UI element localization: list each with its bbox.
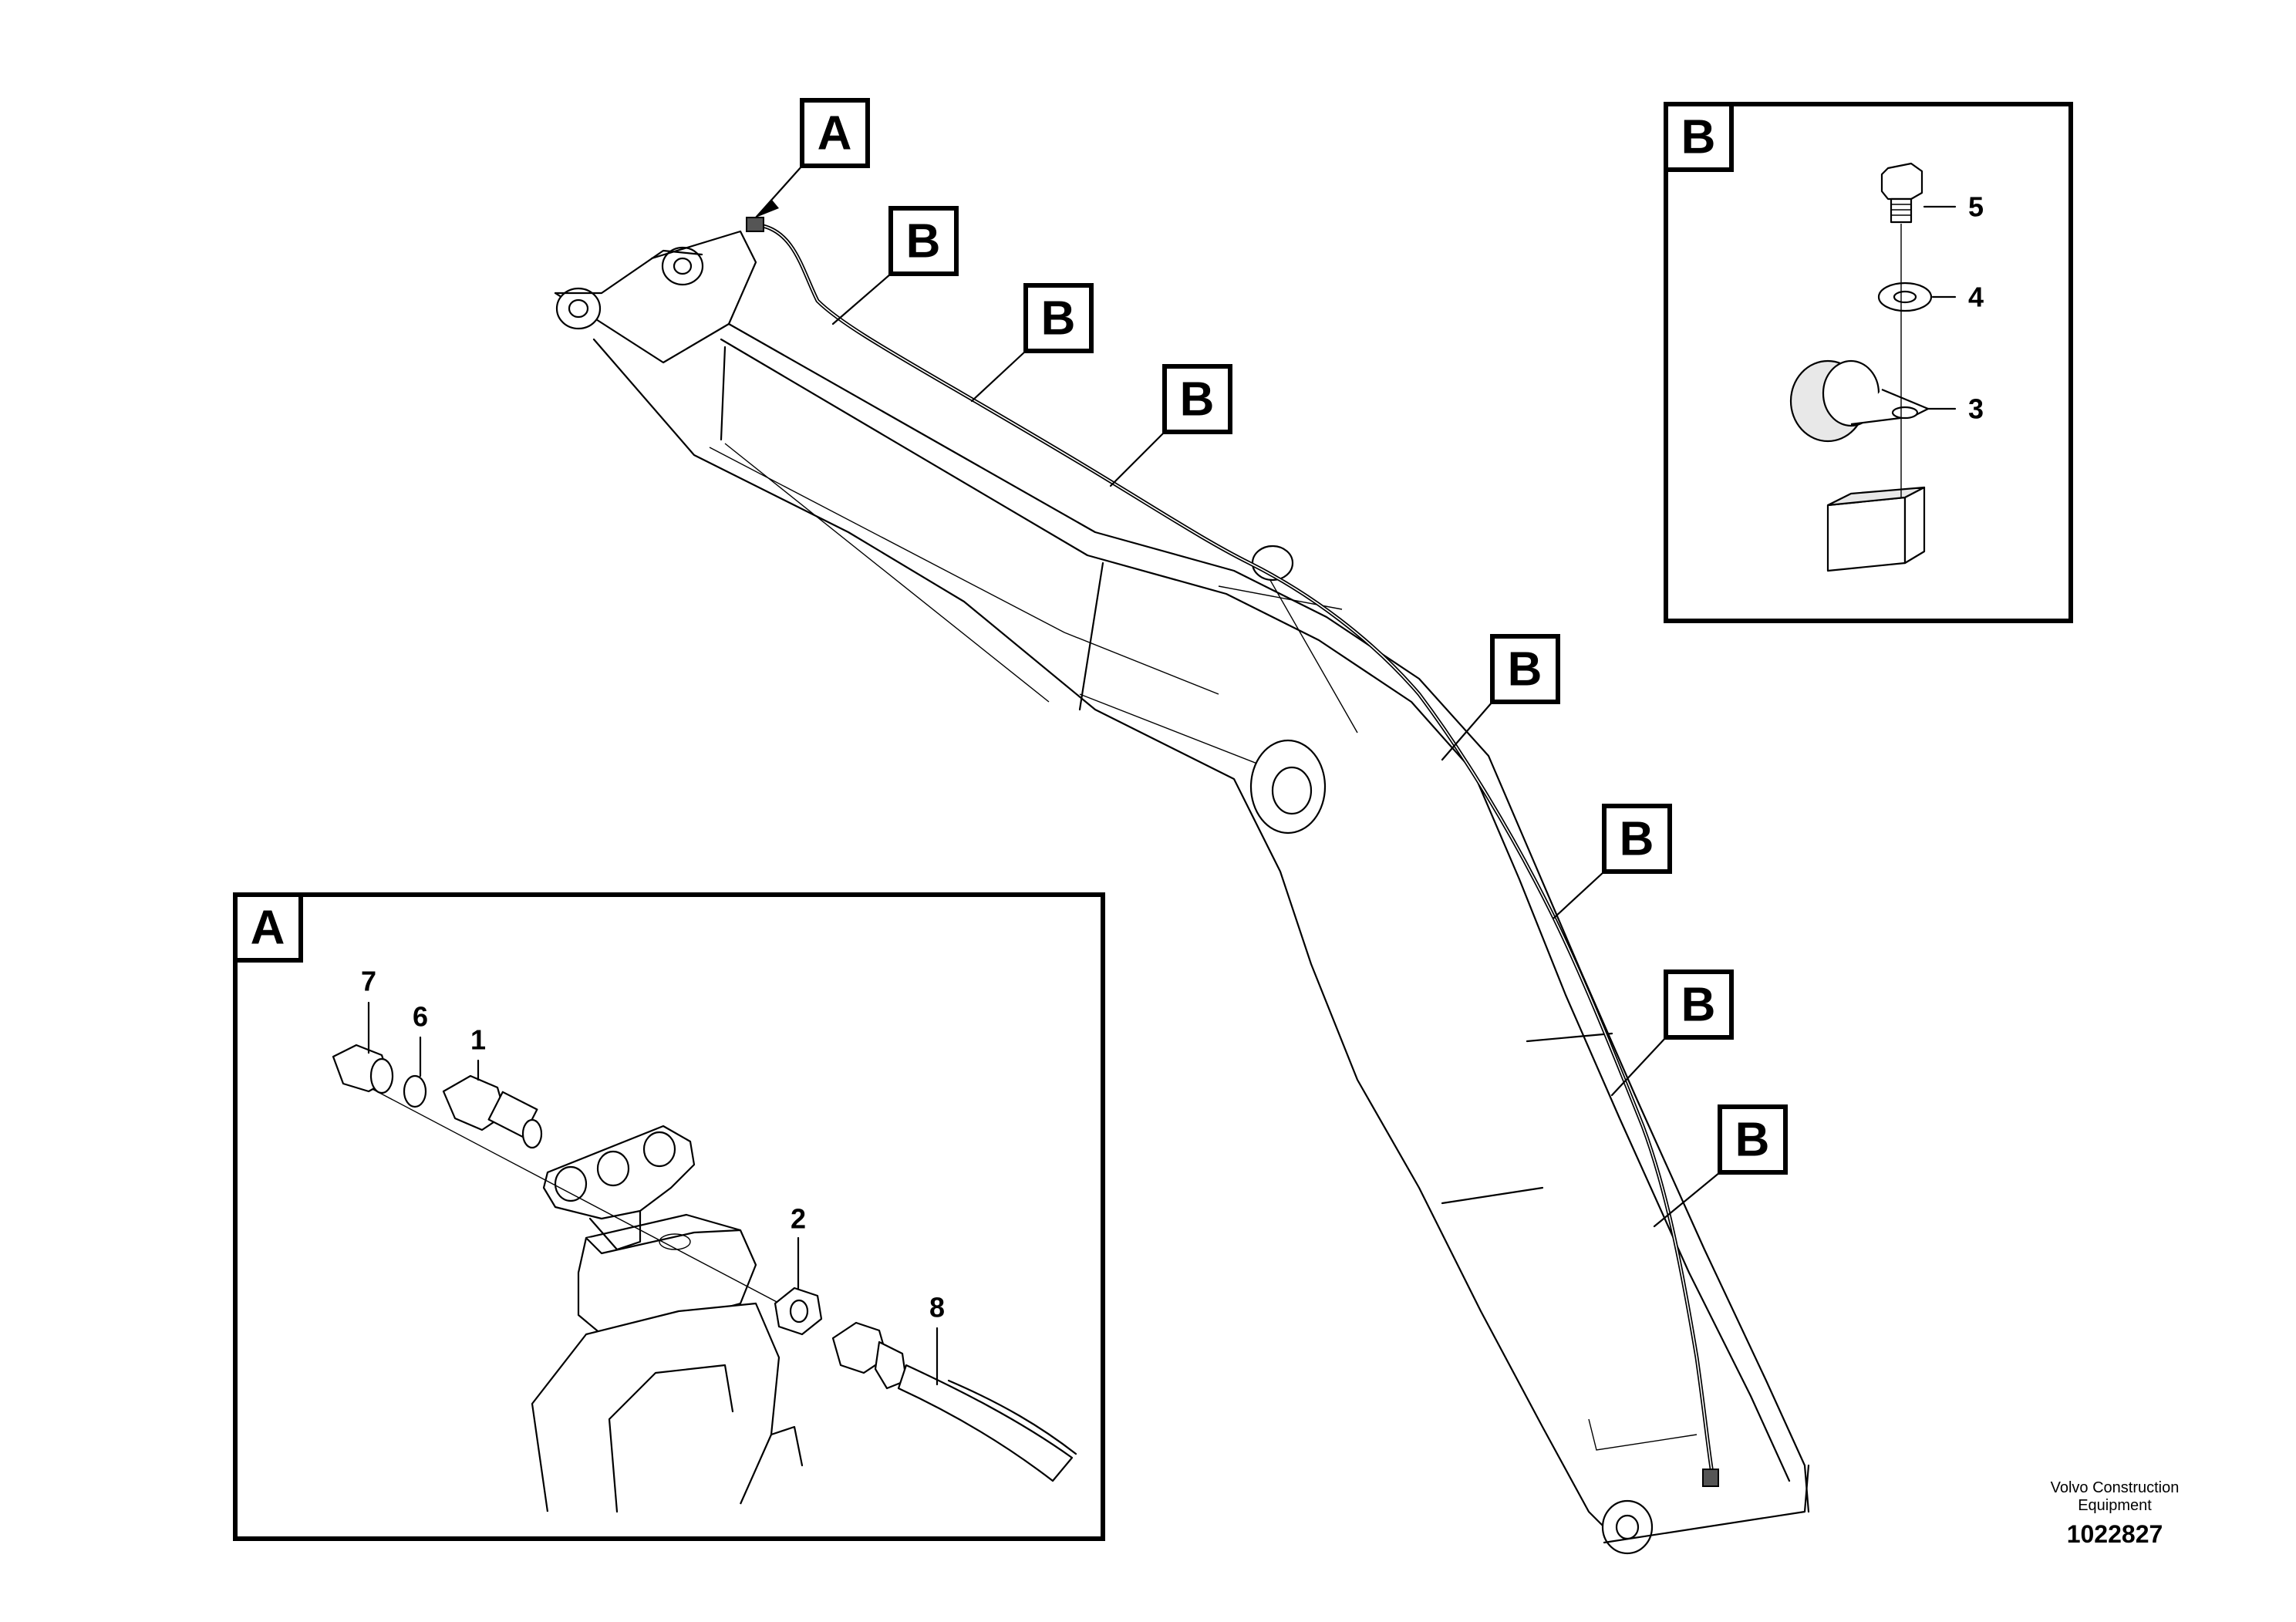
- o-ring-part: [403, 1074, 427, 1108]
- clamp-part: [1789, 359, 1930, 443]
- detail-b-panel: B 5 4 3: [1664, 102, 2073, 623]
- support-bracket: [531, 1213, 804, 1513]
- callout-b-4: B: [1490, 634, 1560, 704]
- svg-text:B: B: [1180, 373, 1215, 427]
- callout-leaders: [754, 164, 1721, 1228]
- callout-b-5: B: [1602, 804, 1672, 874]
- credit-line-1: Volvo Construction: [2051, 1479, 2180, 1496]
- callout-b-6: B: [1664, 969, 1734, 1040]
- part-number-2: 2: [791, 1203, 806, 1235]
- hydraulic-line: [746, 217, 1719, 1487]
- nut-part: [774, 1286, 823, 1336]
- svg-text:B: B: [1681, 111, 1716, 164]
- mounting-block: [1826, 486, 1926, 572]
- bolt-part: [1880, 162, 1923, 224]
- part-number-3: 3: [1968, 393, 1984, 425]
- callout-a-main: A: [800, 98, 870, 168]
- hose-line: [947, 1379, 1077, 1455]
- svg-text:A: A: [818, 107, 852, 160]
- hose-fitting: [831, 1321, 1074, 1482]
- document-number: 1022827: [2067, 1520, 2163, 1548]
- svg-text:B: B: [1681, 979, 1716, 1032]
- svg-text:B: B: [906, 215, 941, 268]
- callout-b-7: B: [1718, 1104, 1788, 1175]
- svg-text:B: B: [1041, 292, 1076, 346]
- callout-b-2: B: [1023, 283, 1094, 353]
- part-number-6: 6: [413, 1001, 428, 1033]
- part-number-5: 5: [1968, 191, 1984, 223]
- credit-line-2: Equipment: [2078, 1497, 2152, 1514]
- cap-part: [332, 1044, 394, 1094]
- excavator-boom: [554, 230, 1810, 1555]
- part-number-4: 4: [1968, 282, 1984, 313]
- callout-b-3: B: [1162, 364, 1232, 434]
- svg-text:A: A: [251, 902, 285, 955]
- part-number-8: 8: [929, 1292, 945, 1324]
- mounting-plate: [542, 1125, 696, 1251]
- callout-b-1: B: [888, 206, 959, 276]
- part-number-7: 7: [361, 966, 376, 997]
- svg-text:B: B: [1508, 643, 1542, 696]
- part-number-1: 1: [470, 1024, 486, 1056]
- svg-text:B: B: [1620, 813, 1654, 866]
- adapter-part: [442, 1074, 543, 1149]
- detail-a-panel: A: [233, 892, 1105, 1541]
- svg-text:B: B: [1735, 1114, 1770, 1167]
